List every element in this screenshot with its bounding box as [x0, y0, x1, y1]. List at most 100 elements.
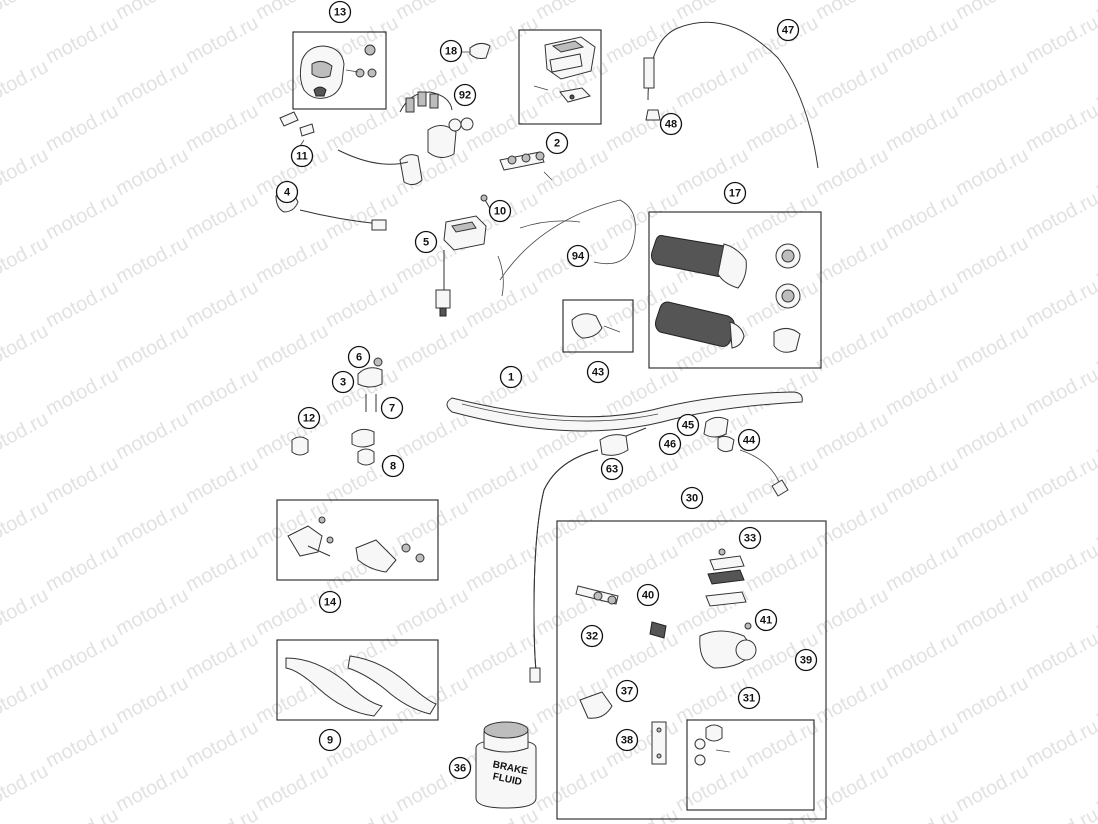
watermark-text: motod.ru — [602, 188, 682, 244]
callout-circle — [615, 728, 639, 752]
callout-circle — [448, 756, 472, 780]
watermark-text: motod.ru — [0, 56, 52, 112]
callout-38: 38 — [615, 728, 639, 752]
watermark-text: motod.ru — [42, 100, 122, 156]
watermark-text: motod.ru — [812, 320, 892, 376]
watermark-text: motod.ru — [252, 408, 332, 464]
callout-number: 10 — [494, 206, 506, 218]
watermark-text: motod.ru — [742, 188, 822, 244]
watermark-text: motod.ru — [532, 760, 612, 816]
callout-94: 94 — [566, 244, 590, 268]
callout-number: 14 — [324, 597, 337, 609]
watermark-text: motod.ru — [0, 0, 52, 24]
callout-number: 47 — [782, 25, 794, 37]
watermark-text: motod.ru — [112, 232, 192, 288]
callout-number: 2 — [554, 138, 560, 150]
master-cylinder-part — [533, 36, 596, 103]
callout-7: 7 — [380, 396, 404, 420]
callout-number: 43 — [592, 367, 604, 379]
watermark-text: motod.ru — [672, 0, 752, 24]
handlebar-part — [446, 391, 803, 432]
callout-3: 3 — [331, 370, 355, 394]
brake-fluid-bottle: BRAKE FLUID — [475, 721, 537, 809]
watermark-text: motod.ru — [182, 716, 262, 772]
callout-number: 1 — [508, 372, 514, 384]
callout-circle — [676, 413, 700, 437]
callout-number: 44 — [743, 435, 756, 447]
watermark-text: motod.ru — [1022, 12, 1098, 68]
watermark-text: motod.ru — [322, 188, 402, 244]
callout-number: 11 — [296, 151, 308, 163]
callout-circle — [331, 370, 355, 394]
callout-number: 38 — [621, 735, 633, 747]
watermark-text: motod.ru — [882, 12, 962, 68]
callout-circle — [600, 457, 624, 481]
watermark-text: motod.ru — [112, 408, 192, 464]
watermark-text: motod.ru — [182, 540, 262, 596]
callout-number: 12 — [303, 413, 315, 425]
callout-circle — [737, 428, 761, 452]
watermark-text: motod.ru — [462, 540, 542, 596]
watermark-text: motod.ru — [1022, 364, 1098, 420]
watermark-text: motod.ru — [0, 584, 52, 640]
callout-number: 4 — [284, 187, 291, 199]
master-cylinder-kit-30 — [575, 548, 757, 766]
callout-92: 92 — [453, 83, 477, 107]
watermark-text: motod.ru — [602, 804, 682, 824]
watermark-text: motod.ru — [182, 12, 262, 68]
watermark-text: motod.ru — [1022, 452, 1098, 508]
group-box-43 — [562, 299, 634, 353]
callout-43: 43 — [586, 360, 610, 384]
callout-circle — [723, 181, 747, 205]
watermark-text: motod.ru — [322, 804, 402, 824]
callout-14: 14 — [318, 590, 342, 614]
callout-circle — [453, 83, 477, 107]
callout-4: 4 — [275, 180, 299, 204]
callout-45: 45 — [676, 413, 700, 437]
switch-housing-part — [299, 44, 377, 99]
callout-number: 45 — [682, 420, 694, 432]
watermark-text: motod.ru — [532, 0, 612, 24]
callout-number: 31 — [743, 693, 755, 705]
callout-10: 10 — [488, 199, 512, 223]
watermark-text: motod.ru — [0, 232, 52, 288]
callout-11: 11 — [290, 144, 314, 168]
watermark-text: motod.ru — [812, 0, 892, 24]
watermark-text: motod.ru — [812, 672, 892, 728]
callout-40: 40 — [636, 583, 660, 607]
callout-circle — [658, 432, 682, 456]
watermark-text: motod.ru — [952, 144, 1032, 200]
callout-circle — [414, 230, 438, 254]
watermark-text: motod.ru — [812, 232, 892, 288]
callout-6: 6 — [347, 345, 371, 369]
watermark-text: motod.ru — [182, 628, 262, 684]
bracket-11-part — [279, 111, 315, 147]
watermark-text: motod.ru — [252, 0, 332, 24]
callout-33: 33 — [738, 526, 762, 550]
watermark-text: motod.ru — [112, 144, 192, 200]
callout-1: 1 — [499, 365, 523, 389]
watermark-text: motod.ru — [812, 56, 892, 112]
callout-circle — [659, 112, 683, 136]
watermark-text: motod.ru — [602, 12, 682, 68]
callout-number: 94 — [572, 251, 585, 263]
watermark-text: motod.ru — [0, 320, 52, 376]
callout-number: 18 — [445, 46, 457, 58]
watermark-text: motod.ru — [882, 452, 962, 508]
watermark-text: motod.ru — [252, 320, 332, 376]
watermark-text: motod.ru — [882, 364, 962, 420]
watermark-text: motod.ru — [1022, 188, 1098, 244]
watermark-text: motod.ru — [812, 408, 892, 464]
watermark-text: motod.ru — [112, 0, 192, 24]
watermark-text: motod.ru — [182, 188, 262, 244]
watermark-text: motod.ru — [112, 496, 192, 552]
watermark-text: motod.ru — [0, 144, 52, 200]
watermark-text: motod.ru — [952, 56, 1032, 112]
watermark-text: motod.ru — [1022, 628, 1098, 684]
watermark-text: motod.ru — [112, 672, 192, 728]
callout-32: 32 — [580, 624, 604, 648]
callout-30: 30 — [680, 486, 704, 510]
watermark-text: motod.ru — [182, 804, 262, 824]
